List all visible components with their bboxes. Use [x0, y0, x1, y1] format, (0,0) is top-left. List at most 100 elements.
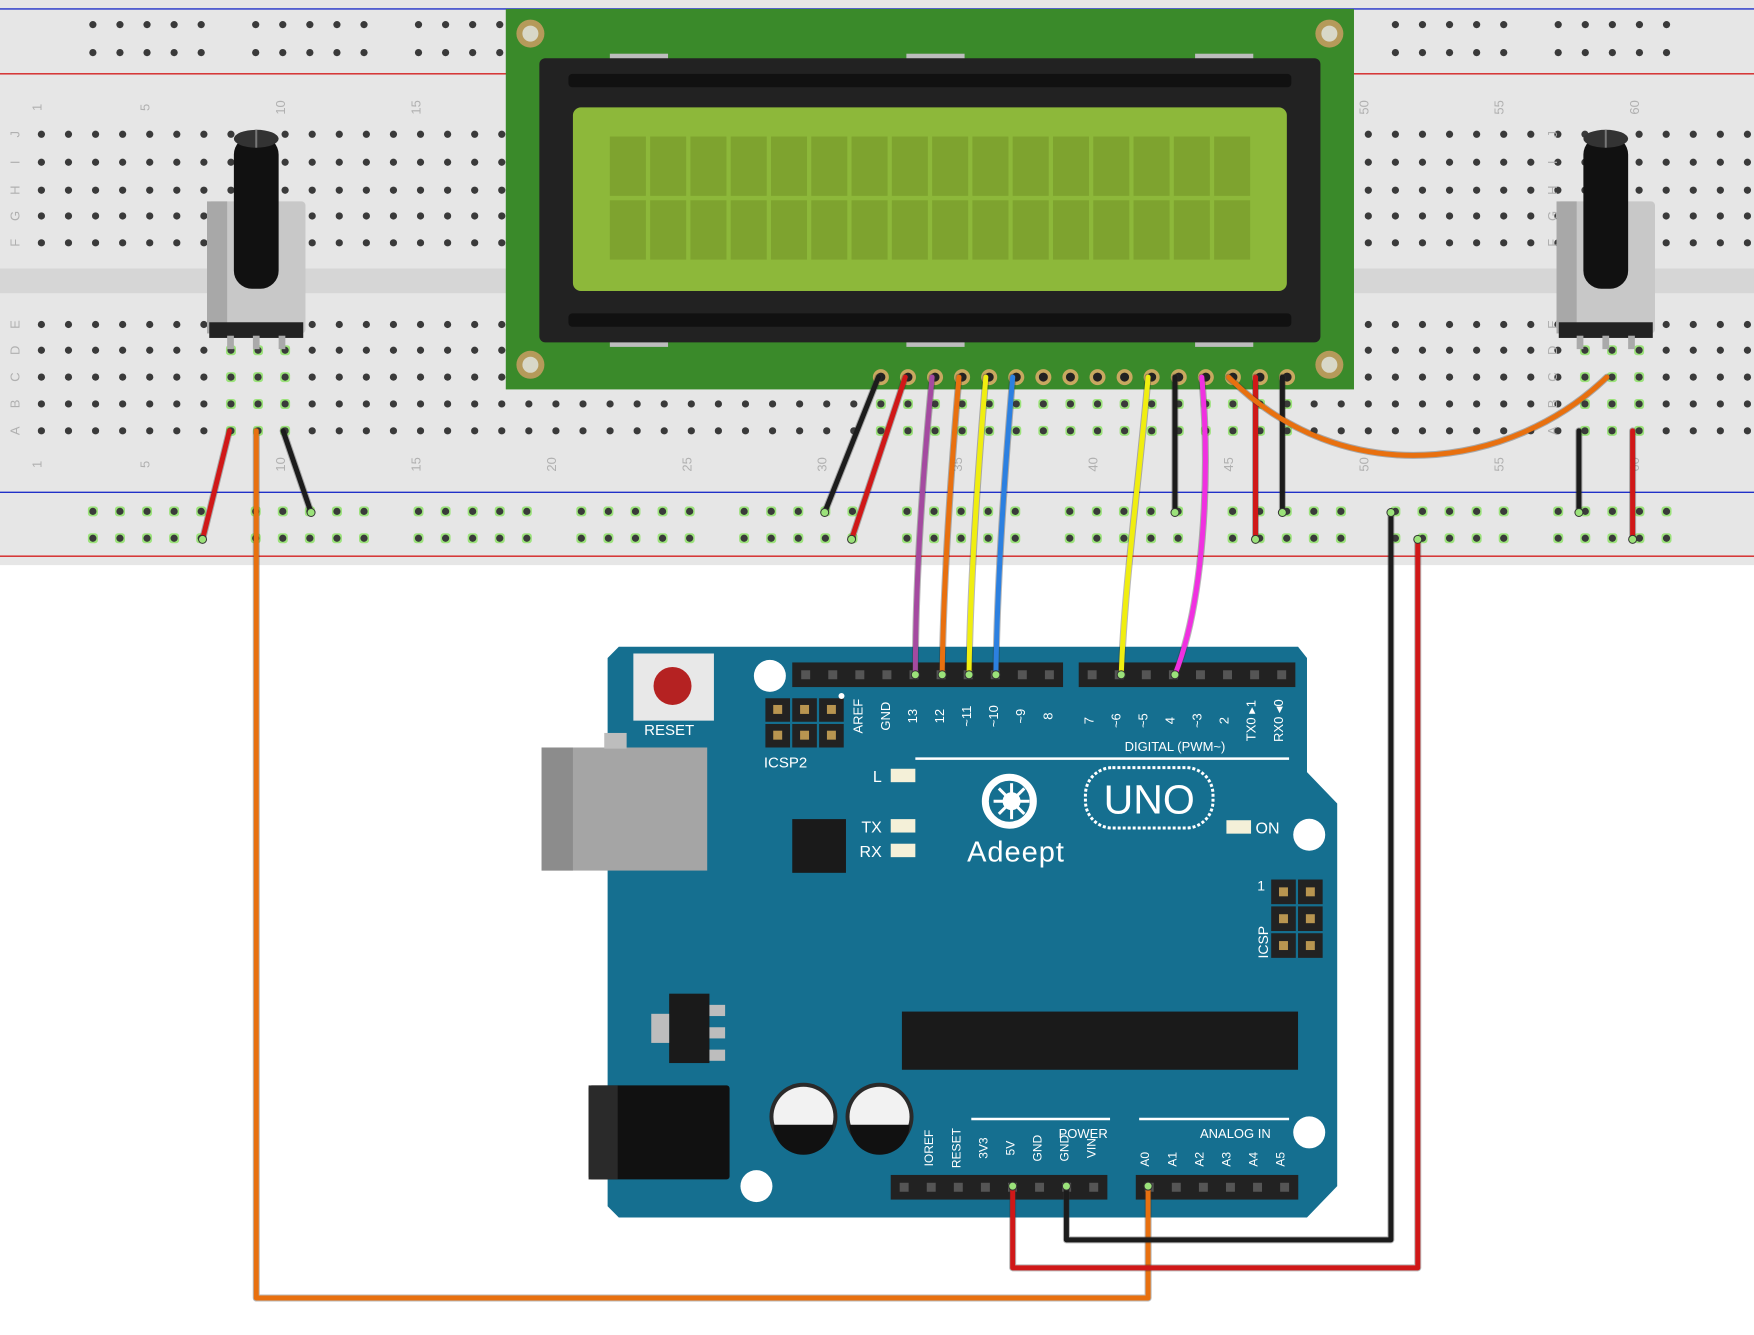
lcd-character-cell: [1012, 136, 1049, 196]
terminal-hole: [498, 239, 506, 247]
wire-v0-to-pot2: [1226, 374, 1610, 458]
rail-hole: [252, 48, 260, 57]
rail-hole: [1473, 507, 1481, 515]
terminal-hole: [119, 427, 127, 435]
terminal-hole: [119, 346, 127, 354]
rail-hole: [1635, 21, 1644, 29]
rail-hole: [469, 21, 477, 29]
lcd-character-cell: [690, 200, 727, 260]
wire-end-cap: [1574, 508, 1584, 518]
terminal-hole: [1391, 320, 1399, 329]
terminal-hole: [1418, 186, 1427, 194]
icsp2-pin: [773, 704, 783, 714]
terminal-hole: [958, 427, 966, 435]
rail-hole: [1310, 507, 1318, 515]
terminal-hole: [1662, 400, 1670, 408]
rail-hole: [604, 507, 613, 515]
brand-label: Adeept: [967, 837, 1065, 869]
terminal-hole: [173, 346, 181, 354]
terminal-hole: [1418, 320, 1427, 329]
terminal-hole: [1608, 373, 1616, 381]
terminal-hole: [64, 373, 73, 381]
terminal-hole: [606, 400, 614, 408]
column-number-bottom: 50: [1356, 457, 1371, 471]
lcd-character-cell: [770, 200, 808, 260]
terminal-hole: [1364, 427, 1372, 435]
terminal-hole: [200, 427, 208, 435]
wire-end-cap: [1061, 1181, 1071, 1191]
terminal-hole: [1743, 158, 1752, 166]
lcd-character-cell: [932, 200, 969, 260]
terminal-hole: [1473, 212, 1481, 220]
digital-pin-label: GND: [878, 702, 893, 731]
terminal-hole: [335, 427, 343, 435]
terminal-hole: [1716, 158, 1724, 166]
power-jack: [588, 1085, 730, 1180]
lcd-character-cell: [650, 200, 687, 260]
terminal-hole: [64, 239, 73, 247]
terminal-hole: [1500, 346, 1508, 354]
terminal-hole: [173, 373, 181, 381]
terminal-hole: [1635, 373, 1643, 381]
terminal-hole: [471, 212, 479, 220]
rail-hole: [767, 534, 775, 542]
terminal-hole: [64, 346, 73, 354]
terminal-hole: [91, 346, 100, 354]
terminal-hole: [471, 346, 479, 354]
terminal-hole: [254, 373, 262, 381]
lcd-bezel-strip-top: [568, 73, 1292, 88]
terminal-hole: [471, 239, 479, 247]
wire-pot1-vcc: [200, 428, 232, 542]
wire-d5-to-d10: [993, 374, 1016, 678]
input-potentiometer-leg: [1576, 335, 1584, 350]
lcd-character-cell: [1093, 200, 1130, 260]
analog-pin-label: A5: [1274, 1152, 1288, 1167]
terminal-hole: [308, 427, 316, 435]
adeept-logo-spoke: [1010, 800, 1026, 815]
rail-hole: [957, 534, 965, 542]
terminal-hole: [200, 212, 208, 220]
rail-hole: [1554, 534, 1562, 542]
wire-end-cap: [1386, 508, 1396, 518]
terminal-hole: [146, 239, 154, 247]
terminal-hole: [335, 346, 343, 354]
terminal-hole: [281, 130, 289, 138]
icsp-pin: [1279, 914, 1288, 924]
terminal-hole: [714, 427, 722, 435]
rail-hole: [1445, 48, 1454, 57]
terminal-hole: [254, 400, 262, 408]
atmega-chip: [901, 1011, 1299, 1070]
terminal-hole: [91, 186, 100, 194]
terminal-hole: [308, 400, 316, 408]
icsp2-dot: [838, 693, 845, 700]
terminal-hole: [146, 346, 154, 354]
terminal-hole: [1283, 400, 1291, 408]
terminal-hole: [362, 400, 370, 408]
row-letter-right: D: [1545, 346, 1560, 355]
terminal-hole: [850, 400, 858, 408]
wire-gnd-to-rail: [1063, 510, 1394, 1243]
terminal-hole: [389, 373, 398, 381]
lcd-character-cell: [851, 200, 888, 260]
rail-hole: [631, 534, 640, 542]
terminal-hole: [227, 186, 235, 194]
icsp-pin: [1279, 887, 1288, 897]
rail-hole: [279, 534, 287, 542]
led-l-label: L: [873, 769, 882, 786]
lcd-character-cell: [891, 200, 928, 260]
rail-hole: [1662, 21, 1671, 29]
terminal-hole: [1743, 130, 1752, 138]
terminal-hole: [335, 212, 343, 220]
rail-hole: [1500, 48, 1508, 57]
terminal-hole: [687, 400, 695, 408]
digital-pin-label: ~11: [959, 706, 974, 727]
regulator-leg: [709, 1027, 726, 1039]
terminal-hole: [1391, 427, 1399, 435]
terminal-hole: [1527, 186, 1535, 194]
rail-hole: [441, 48, 450, 57]
column-number-top: 15: [409, 100, 424, 114]
terminal-hole: [444, 239, 452, 247]
terminal-hole: [335, 373, 343, 381]
digital-header-left-socket: [1044, 670, 1054, 680]
